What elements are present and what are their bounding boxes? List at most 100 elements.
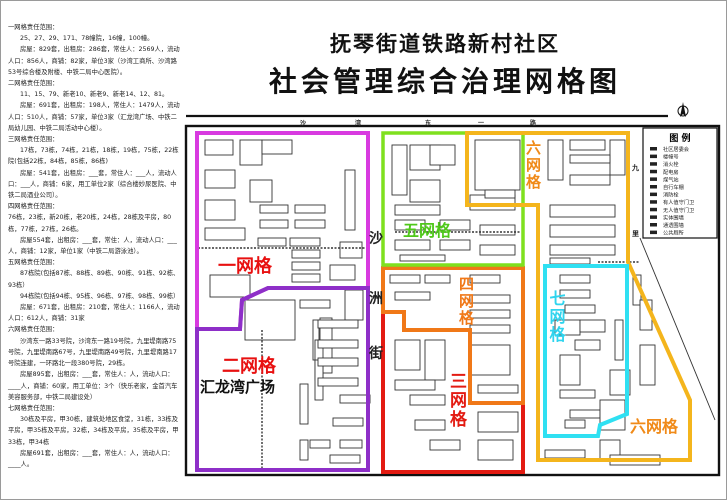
grid-4-label: 四网格 [457, 276, 475, 327]
building [469, 274, 501, 284]
building [559, 289, 591, 299]
building [469, 344, 511, 376]
street-label-shawan-east-1st-road: 湾 [355, 119, 361, 127]
grid-section-text: 25、27、29、171、78幢院，16幢，100幢。 [20, 35, 154, 43]
title-community: 抚琴街道铁路新村社区 [330, 31, 560, 56]
building [394, 291, 431, 301]
grid-section-heading: 六网格责任范围： [8, 326, 59, 334]
title-grid-map: 社会管理综合治理网格图 [268, 65, 621, 98]
grid-section-text: 房屋691套，出租房：___套，常住人：人，流动人口：____人。 [8, 449, 174, 468]
grid-section-text: 房屋554套，出租房：___套，常住：人，流动人口：___人，商铺：12家，单位… [8, 236, 177, 256]
building [204, 227, 246, 241]
street-label-shazhou-street: 洲 [369, 291, 383, 307]
building [569, 154, 611, 164]
building [339, 394, 371, 404]
building [329, 264, 356, 281]
grid-section-text: 沙湾东一路33号院，沙湾东一路19号院，九里堤南路75号院，九里堤南路67号，九… [8, 337, 177, 368]
building [574, 339, 601, 351]
legend-item: 煤气站 [663, 175, 679, 183]
building [291, 249, 321, 259]
map-labels: 一网格二网格汇龙湾广场三网格四网格五网格六网格六网格七网格沙湾东一路沙洲街九里 [200, 119, 679, 436]
building [317, 377, 359, 387]
grid-zone-6-boundary[interactable] [465, 131, 692, 462]
building [317, 319, 359, 329]
building [239, 139, 263, 166]
building [639, 344, 656, 386]
street-label-shazhou-street: 街 [368, 345, 383, 362]
building [394, 204, 441, 216]
grid-3-label: 三网格 [446, 372, 467, 429]
building [394, 339, 421, 371]
grid-section-text: 11、15、79、新老10、新老9、新老14、12、81。 [20, 91, 169, 99]
building [204, 139, 234, 156]
building [317, 357, 359, 367]
building [291, 261, 321, 271]
legend-symbol-icon [650, 192, 657, 197]
building [559, 274, 591, 284]
building [344, 289, 364, 321]
building [294, 219, 326, 229]
grid-section-text: 房屋：691套，出租房：198人，常住人：1479人，流动人口：510人，商铺：… [8, 102, 180, 132]
building [469, 324, 511, 334]
building [409, 394, 446, 406]
building [609, 139, 626, 176]
grid-section-heading: 四网格责任范围： [8, 203, 59, 211]
grid-zone-2-boundary[interactable] [195, 286, 370, 472]
grid-section-text: 房屋：671套，出租房：210套，常住人：1166人，流动人口：612人，商铺：… [8, 304, 180, 323]
building [299, 439, 309, 461]
building [549, 257, 591, 265]
street-label-shawan-east-1st-road: 东 [425, 119, 431, 127]
building [477, 411, 519, 433]
building [544, 449, 586, 459]
building [549, 204, 616, 218]
building [429, 439, 461, 451]
legend-item: 实体围墙 [663, 213, 684, 221]
legend-item: 楼幢号 [663, 153, 679, 161]
legend-symbol-icon [650, 162, 657, 166]
building [309, 439, 331, 449]
building [439, 239, 471, 251]
building [564, 419, 586, 429]
road-edge [639, 237, 716, 421]
building [549, 224, 616, 238]
building [209, 274, 251, 298]
legend-item: 无人值守门卫 [663, 206, 694, 214]
grid-zone-4-boundary[interactable] [381, 266, 525, 405]
building [339, 439, 363, 449]
grid-6-label-south: 六网格 [630, 417, 679, 436]
legend-item: 公共厕所 [663, 229, 684, 237]
street-label-shawan-east-1st-road: 沙 [300, 120, 306, 127]
legend-item: 有人值守门卫 [663, 198, 694, 206]
building [294, 204, 326, 214]
grid-section-heading: 二网格责任范围： [8, 80, 59, 88]
building [394, 379, 436, 391]
building [344, 169, 356, 231]
grid-2-label: 二网格 [222, 355, 277, 377]
building [569, 409, 601, 419]
grid-section-text: 94栋院(包括94栋、95栋、96栋、97栋、98栋、99栋） [20, 292, 180, 300]
building [559, 354, 581, 386]
building [614, 319, 624, 361]
legend-symbol-icon [650, 200, 657, 204]
legend-title: 图 例 [669, 132, 690, 144]
legend-symbol-icon [650, 177, 657, 181]
grid-zones [195, 131, 692, 474]
building [249, 179, 273, 203]
building [547, 139, 564, 181]
building [259, 204, 289, 214]
building [479, 224, 516, 236]
building [259, 219, 289, 229]
building [257, 237, 287, 247]
building [204, 169, 236, 189]
grid-zone-7-boundary[interactable] [543, 264, 629, 438]
legend-item: 通透围墙 [663, 221, 684, 229]
grid-section-heading: 五网格责任范围： [8, 259, 59, 267]
building [424, 339, 446, 381]
street-label-shawan-east-1st-road: 路 [530, 119, 537, 127]
building [569, 139, 606, 151]
building [332, 417, 364, 427]
building [394, 219, 426, 231]
grid-7-label: 七网格 [547, 290, 566, 344]
legend-symbol-icon [650, 147, 657, 151]
